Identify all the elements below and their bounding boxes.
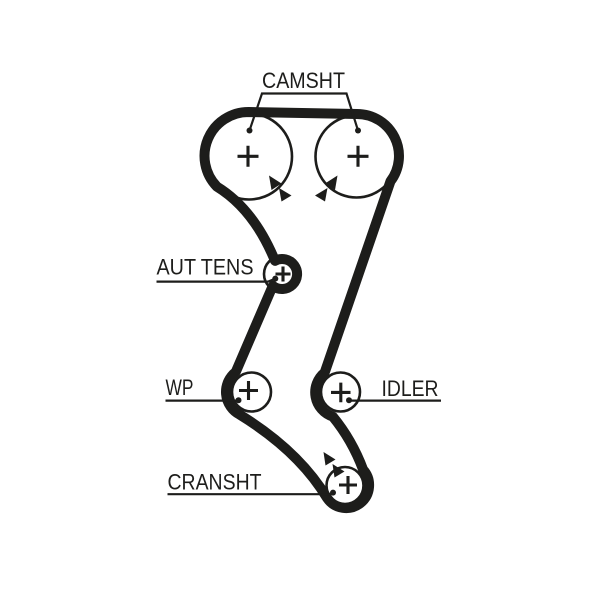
camshaft-right-rotation-arrow-icon xyxy=(315,188,328,202)
crankshaft-callout-dot xyxy=(330,489,336,496)
camshaft-callout-bracket xyxy=(248,92,360,131)
camshaft-left-rotation-arrow-icon xyxy=(279,188,292,202)
camshaft-right-rotation-arrow-icon xyxy=(325,175,338,190)
camshaft-label: CAMSHT xyxy=(262,68,345,93)
tensioner-callout-dot xyxy=(272,275,279,282)
idler-label: IDLER xyxy=(382,376,439,401)
labels: CAMSHT AUT TENS WP IDLER CRANSHT xyxy=(157,68,439,495)
callouts xyxy=(156,92,441,496)
idler-callout-dot xyxy=(346,397,352,404)
crankshaft-rotation-arrow-icon xyxy=(323,452,336,466)
pulleys xyxy=(204,112,399,506)
water-pump-plus-mark xyxy=(239,381,258,400)
camshaft-left-rotation-arrow-icon xyxy=(269,175,282,190)
water-pump-callout-dot xyxy=(235,397,242,404)
camshaft-right-plus-mark xyxy=(347,145,369,167)
crankshaft-label: CRANSHT xyxy=(168,470,262,495)
tensioner-label: AUT TENS xyxy=(157,255,254,280)
crankshaft-plus-mark xyxy=(339,476,357,494)
tensioner-plus-mark xyxy=(275,266,291,282)
timing-belt-path xyxy=(199,107,404,514)
camshaft-left-plus-mark xyxy=(237,145,259,167)
camshaft-right-callout-dot xyxy=(355,127,361,134)
idler-plus-mark xyxy=(331,382,351,403)
camshaft-left-callout-dot xyxy=(246,127,253,134)
water-pump-label: WP xyxy=(166,375,194,400)
rotation-arrows xyxy=(269,175,345,478)
crankshaft-rotation-arrow-icon xyxy=(332,464,345,478)
center-marks xyxy=(237,145,369,494)
